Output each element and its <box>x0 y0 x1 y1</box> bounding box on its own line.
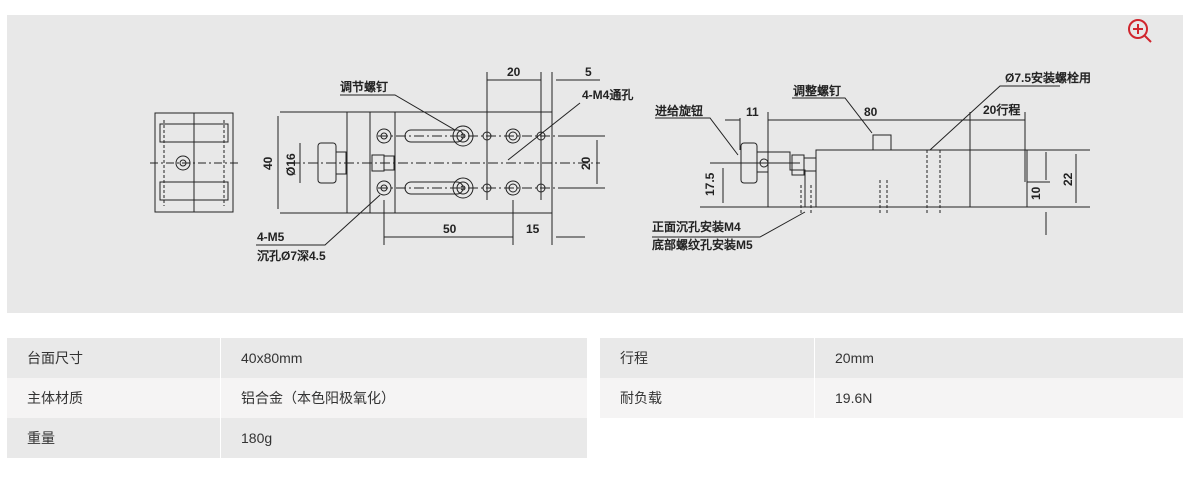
spec-key: 主体材质 <box>7 378 221 418</box>
label-m5: 4-M5 <box>257 230 285 244</box>
label-travel: 20行程 <box>983 102 1020 117</box>
label-dim-17-5: 17.5 <box>703 172 717 196</box>
spec-value: 40x80mm <box>220 338 587 378</box>
spec-value: 180g <box>220 418 587 458</box>
label-dim-80: 80 <box>864 105 878 119</box>
spec-key: 重量 <box>7 418 221 458</box>
label-through-hole: 4-M4通孔 <box>582 87 633 102</box>
zoom-in-icon[interactable] <box>1125 16 1155 46</box>
spec-value: 铝合金（本色阳极氧化） <box>220 378 587 418</box>
side-view <box>652 85 1090 238</box>
spec-key: 行程 <box>600 338 815 378</box>
label-adjust-screw: 调节螺钉 <box>340 79 388 94</box>
label-adjust-screw-side: 调整螺钉 <box>793 83 841 98</box>
label-bottom-mount: 底部螺纹孔安装M5 <box>652 237 753 252</box>
label-dim-10: 10 <box>1029 186 1043 200</box>
label-dim-22: 22 <box>1061 172 1075 186</box>
end-view <box>150 112 238 213</box>
label-dim-15: 15 <box>526 222 540 236</box>
label-front-mount: 正面沉孔安装M4 <box>652 219 741 234</box>
label-counterbore: 沉孔Ø7深4.5 <box>257 248 326 263</box>
table-row: 主体材质铝合金（本色阳极氧化） <box>7 378 587 418</box>
top-view <box>256 72 605 246</box>
label-dim-50: 50 <box>443 222 457 236</box>
label-feed-knob: 进给旋钮 <box>655 103 703 118</box>
label-bolt-hole: Ø7.5安装螺栓用 <box>1005 70 1091 85</box>
label-dim-20-right: 20 <box>579 156 593 170</box>
label-dim-d16: Ø16 <box>284 153 298 176</box>
dimension-labels: 调节螺钉 20 5 4-M4通孔 40 Ø16 20 50 15 4-M5 沉孔… <box>257 65 1091 263</box>
dimension-drawing: 调节螺钉 20 5 4-M4通孔 40 Ø16 20 50 15 4-M5 沉孔… <box>150 65 1091 263</box>
label-dim-40: 40 <box>261 156 275 170</box>
label-dim-11: 11 <box>746 105 759 119</box>
label-dim-20-top: 20 <box>507 65 521 79</box>
product-drawing-panel: 调节螺钉 20 5 4-M4通孔 40 Ø16 20 50 15 4-M5 沉孔… <box>7 15 1183 313</box>
spec-value: 20mm <box>814 338 1183 378</box>
spec-key: 耐负载 <box>600 378 815 418</box>
label-dim-5: 5 <box>585 65 592 79</box>
spec-value: 19.6N <box>814 378 1183 418</box>
spec-key: 台面尺寸 <box>7 338 221 378</box>
